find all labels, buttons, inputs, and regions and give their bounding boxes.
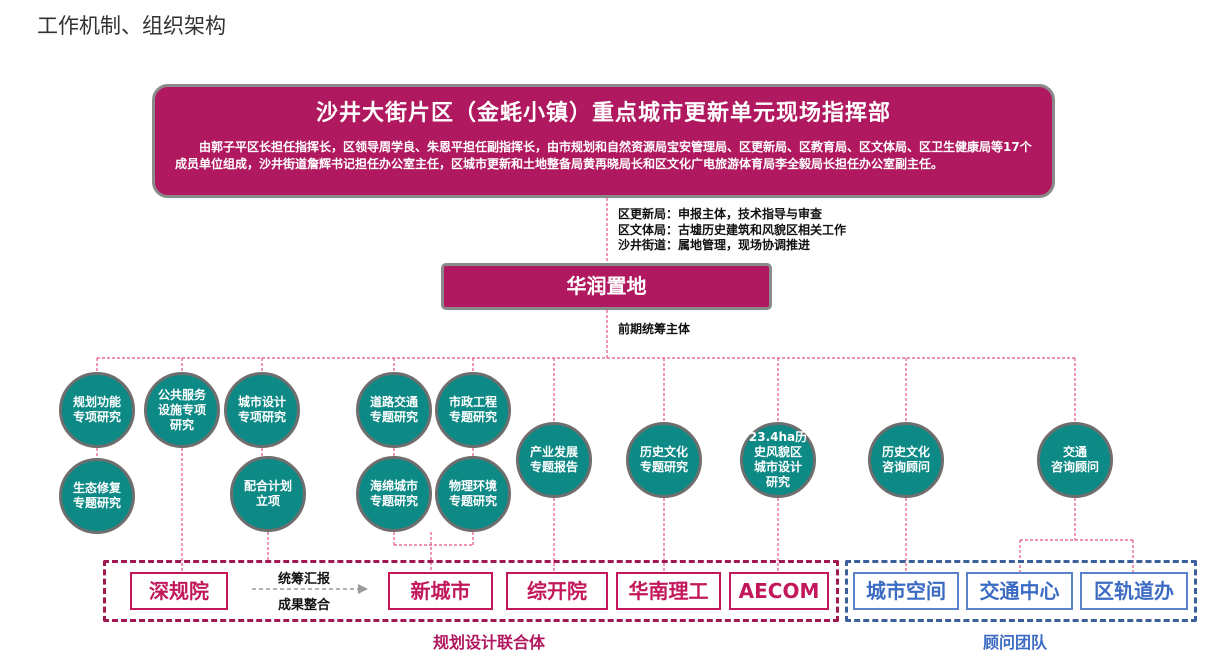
- command-center-title: 沙井大街片区（金蚝小镇）重点城市更新单元现场指挥部: [315, 101, 891, 126]
- early-coordinator-label: 前期统筹主体: [618, 322, 691, 336]
- unit-xinchengshi: 新城市: [388, 572, 493, 610]
- study-circle-municipal: 市政工程 专题研究: [435, 372, 511, 448]
- page-title: 工作机制、组织架构: [37, 14, 226, 38]
- study-circle-planning-function: 规划功能 专项研究: [59, 372, 135, 448]
- planning-consortium-label: 规划设计联合体: [433, 633, 546, 652]
- bureau-role-renewal: 区更新局：申报主体，技术指导与审查: [618, 207, 823, 221]
- advisory-team-frame: [845, 560, 1197, 622]
- study-circle-historic-district: 23.4ha历 史风貌区 城市设计 研究: [740, 422, 816, 498]
- coordination-report-label: 统筹汇报: [278, 572, 331, 587]
- study-circle-physical-env: 物理环境 专题研究: [435, 456, 511, 532]
- study-circle-public-service: 公共服务 设施专项 研究: [144, 372, 220, 448]
- study-circle-history-culture: 历史文化 专题研究: [626, 422, 702, 498]
- unit-shenguiyuan: 深规院: [130, 572, 228, 610]
- bureau-role-subdistrict: 沙井街道：属地管理，现场协调推进: [618, 238, 811, 252]
- study-circle-traffic-advisor: 交通 咨询顾问: [1037, 422, 1113, 498]
- unit-aecom: AECOM: [729, 572, 829, 610]
- study-circle-history-advisor: 历史文化 咨询顾问: [868, 422, 944, 498]
- advisory-team-label: 顾问团队: [983, 633, 1048, 652]
- command-center-box: 沙井大街片区（金蚝小镇）重点城市更新单元现场指挥部 由郭子平区长担任指挥长，区领…: [152, 84, 1055, 198]
- bureau-roles: 区更新局：申报主体，技术指导与审查 区文体局：古墟历史建筑和风貌区相关工作 沙井…: [618, 207, 846, 254]
- study-circle-urban-design: 城市设计 专项研究: [224, 372, 300, 448]
- planning-consortium-frame: [103, 560, 839, 622]
- huarun-box: 华润置地: [441, 263, 772, 310]
- unit-zongkaiyuan: 综开院: [506, 572, 608, 610]
- study-circle-road-traffic: 道路交通 专题研究: [356, 372, 432, 448]
- unit-rail-office: 区轨道办: [1080, 572, 1188, 610]
- unit-traffic-center: 交通中心: [966, 572, 1073, 610]
- study-circle-sponge-city: 海绵城市 专题研究: [356, 456, 432, 532]
- command-center-description: 由郭子平区长担任指挥长，区领导周学良、朱恩平担任副指挥长，由市规划和自然资源局宝…: [175, 140, 1032, 171]
- unit-urban-space: 城市空间: [853, 572, 959, 610]
- coordination-integration-label: 成果整合: [278, 598, 331, 613]
- bureau-role-culture: 区文体局：古墟历史建筑和风貌区相关工作: [618, 222, 847, 237]
- study-circle-industry: 产业发展 专题报告: [516, 422, 592, 498]
- unit-scut: 华南理工: [616, 572, 721, 610]
- study-circle-plan-approval: 配合计划 立项: [230, 456, 306, 532]
- study-circle-ecological: 生态修复 专题研究: [59, 458, 135, 534]
